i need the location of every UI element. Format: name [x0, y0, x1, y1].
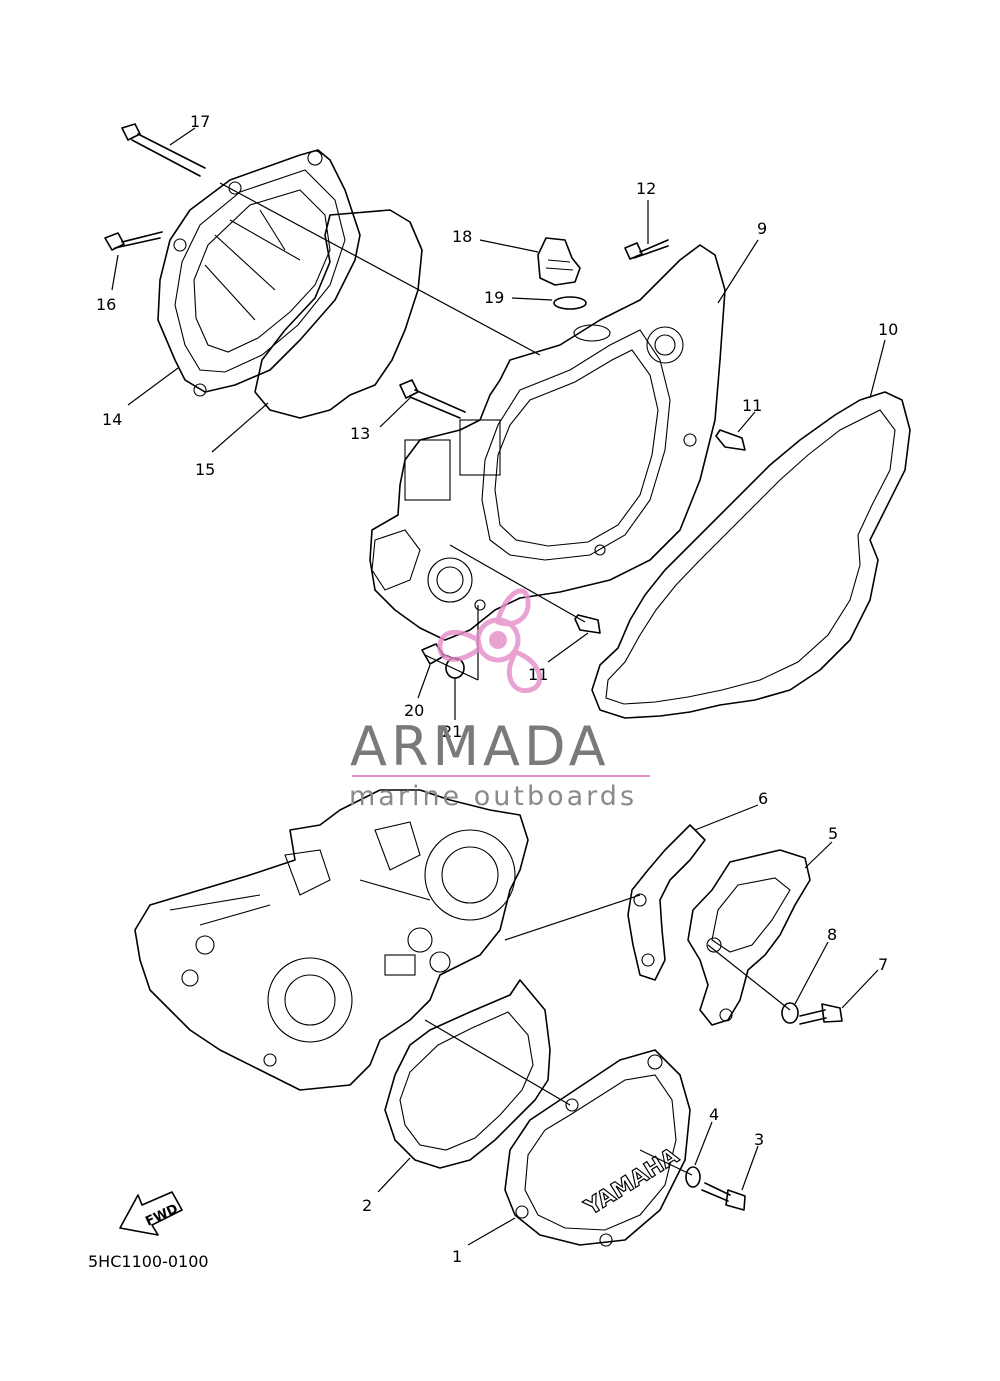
fwd-label: FWD: [143, 1202, 180, 1230]
propeller-logo-icon: [437, 588, 543, 693]
callout-13: 13: [350, 424, 370, 443]
dowel-pin-11-lower: [574, 614, 601, 634]
alignment-lines: [219, 182, 791, 1176]
callout-4: 4: [709, 1105, 719, 1124]
callout-19: 19: [484, 288, 504, 307]
washer-8: [781, 1002, 799, 1024]
callout-14: 14: [102, 410, 122, 429]
crankcase-cover-gasket: [591, 391, 911, 719]
clutch-cover: [157, 149, 361, 397]
callout-10: 10: [878, 320, 898, 339]
crankcase-cover-right: [369, 244, 726, 641]
callout-6: 6: [758, 789, 768, 808]
bolt-17: [121, 123, 206, 177]
chain-guide-plate: [627, 824, 706, 981]
callout-2: 2: [362, 1196, 372, 1215]
crankcase-cover-gasket-left: [384, 979, 551, 1169]
callout-8: 8: [827, 925, 837, 944]
callout-17: 17: [190, 112, 210, 131]
bolt-13: [399, 379, 466, 419]
callout-18: 18: [452, 227, 472, 246]
cover-brand-logo: YAMAHA: [580, 1144, 683, 1221]
dowel-pin-11-upper: [715, 429, 746, 451]
fwd-arrow-icon: FWD: [119, 1191, 183, 1236]
callout-16: 16: [96, 295, 116, 314]
oil-filler-o-ring: [553, 296, 587, 310]
callout-20: 20: [404, 701, 424, 720]
callout-12: 12: [636, 179, 656, 198]
watermark-subtitle: marine outboards: [349, 781, 637, 812]
bolt-7: [799, 1003, 843, 1025]
bolt-3: [701, 1182, 746, 1211]
sprocket-cover-bracket: [687, 849, 811, 1026]
callout-7: 7: [878, 955, 888, 974]
watermark: ARMADA marine outboards: [349, 588, 650, 812]
callout-15: 15: [195, 460, 215, 479]
callout-9: 9: [757, 219, 767, 238]
bolt-12: [624, 239, 669, 260]
callout-21: 21: [442, 722, 462, 741]
bolt-16: [104, 231, 163, 251]
callouts: 17 16 14 15 18 19 12 9 10 11 13 11 20 21…: [96, 112, 898, 1266]
callout-11-upper: 11: [742, 396, 762, 415]
callout-5: 5: [828, 824, 838, 843]
clutch-cover-gasket: [254, 209, 423, 419]
watermark-title: ARMADA: [350, 715, 610, 778]
oil-filler-plug: [537, 237, 581, 286]
crankcase-cover-left: YAMAHA: [504, 1049, 691, 1247]
washer-4: [685, 1166, 701, 1188]
callout-3: 3: [754, 1130, 764, 1149]
callout-1: 1: [452, 1247, 462, 1266]
diagram-code: 5HC1100-0100: [88, 1252, 209, 1271]
crankcase: [134, 789, 529, 1091]
